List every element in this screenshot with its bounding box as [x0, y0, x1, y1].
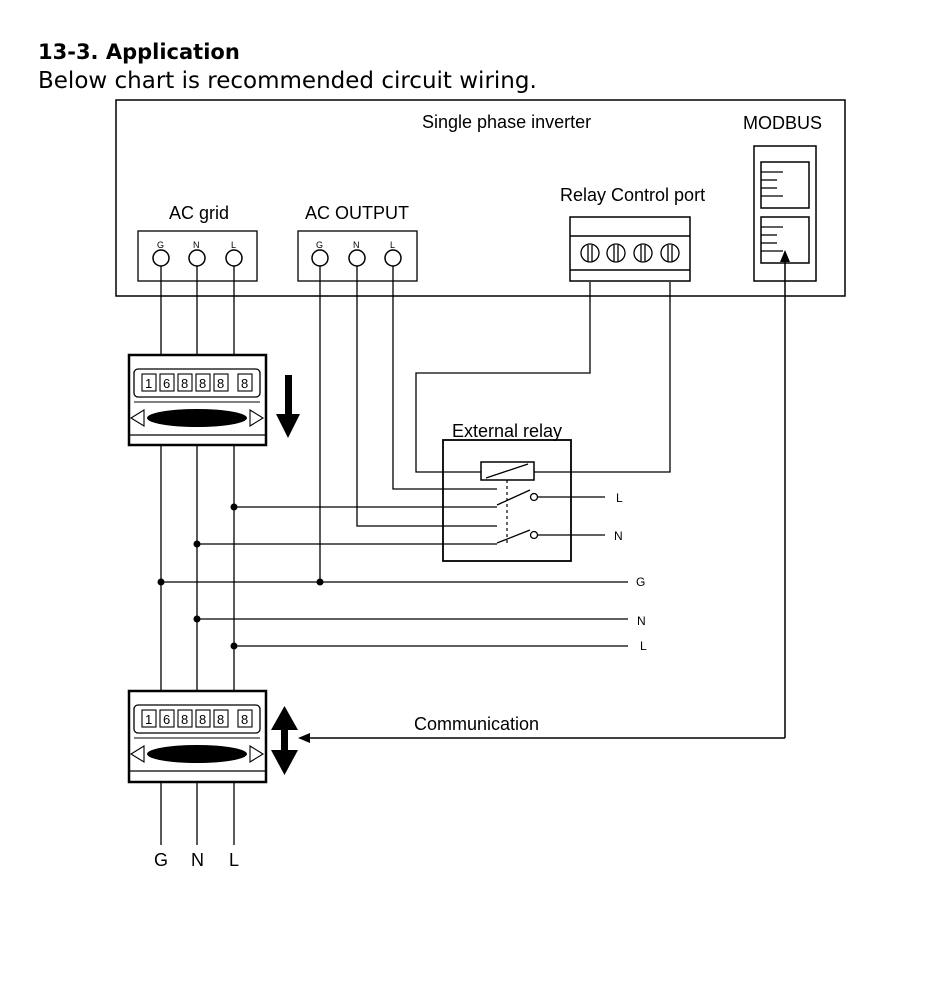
bidirectional-arrow-icon [271, 706, 298, 775]
relay-control-wires [415, 282, 671, 473]
meter-top-digit-5: 8 [217, 376, 224, 391]
ac-output-terminal-g: G [316, 240, 323, 250]
bottom-g-label: G [154, 850, 168, 870]
load-bus-lines [161, 581, 628, 647]
ac-output-terminal-l: L [390, 240, 395, 250]
grid-wires [160, 266, 235, 845]
external-relay [442, 439, 572, 562]
inverter-label: Single phase inverter [422, 112, 591, 132]
energy-meter-bottom [127, 689, 268, 784]
section-description: Below chart is recommended circuit wirin… [38, 68, 537, 94]
external-relay-label: External relay [452, 421, 562, 441]
bus-n-label: N [637, 614, 646, 628]
ac-grid-terminal-l: L [231, 240, 236, 250]
ac-output-wires [319, 266, 605, 582]
ac-grid-label: AC grid [169, 203, 229, 223]
ac-output-terminal-n: N [353, 240, 360, 250]
bus-g-label: G [636, 575, 645, 589]
ac-grid-terminal-g: G [157, 240, 164, 250]
meter-top-digit-1: 1 [145, 376, 152, 391]
ac-grid-terminal-n: N [193, 240, 200, 250]
meter-top-digit-6: 8 [241, 376, 248, 391]
grid-tap-wires [197, 506, 497, 545]
relay-out-n-label: N [614, 529, 623, 543]
communication-label: Communication [414, 714, 539, 734]
meter-top-digit-4: 8 [199, 376, 206, 391]
bus-l-label: L [640, 639, 647, 653]
energy-meter-top [127, 353, 268, 447]
communication-line [298, 250, 790, 743]
meter-bottom-digit-4: 8 [199, 712, 206, 727]
meter-bottom-digit-1: 1 [145, 712, 152, 727]
meter-bottom-digit-3: 8 [181, 712, 188, 727]
relay-control-port [569, 216, 691, 282]
inverter-box [115, 99, 846, 297]
ac-output-label: AC OUTPUT [305, 203, 409, 223]
section-heading: 13-3. Application [38, 40, 240, 64]
meter-bottom-digit-5: 8 [217, 712, 224, 727]
down-arrow-icon [276, 375, 300, 438]
meter-top-digit-2: 6 [163, 376, 170, 391]
bottom-l-label: L [229, 850, 239, 870]
meter-bottom-digit-6: 8 [241, 712, 248, 727]
meter-top-digit-3: 8 [181, 376, 188, 391]
relay-port-label: Relay Control port [560, 185, 705, 205]
relay-out-l-label: L [616, 491, 623, 505]
bottom-n-label: N [191, 850, 204, 870]
junction-dots [157, 503, 324, 650]
modbus-label: MODBUS [743, 113, 822, 133]
meter-bottom-digit-2: 6 [163, 712, 170, 727]
